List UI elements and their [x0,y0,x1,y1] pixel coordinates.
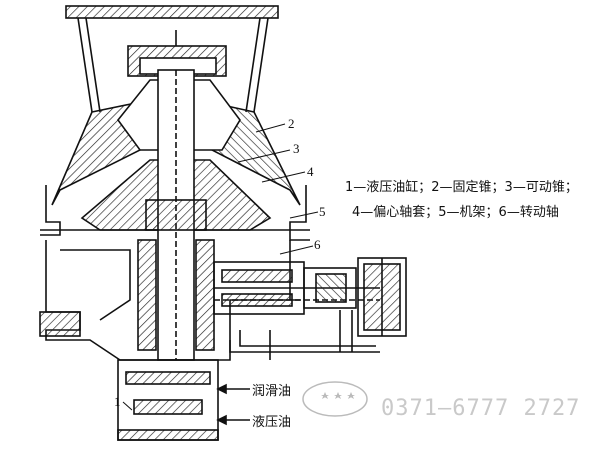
callout-5: 5 [319,204,326,219]
callout-4: 4 [307,164,314,179]
hydraulic-oil-arrow [216,414,250,426]
watermark-phone: 0371—6777 2727 [381,396,581,421]
stars-oval-logo-icon [302,381,368,417]
lube-oil-label: 润滑油 [252,384,292,399]
legend-line-1: 1—液压油缸；2—固定锥；3—可动锥； [345,180,578,195]
main-frame [39,240,300,441]
callout-6: 6 [314,237,321,252]
drive-shaft [213,261,380,315]
hydraulic-oil-label: 液压油 [252,415,292,430]
pulley [357,257,407,337]
oil-lines [229,310,380,360]
main-shaft [145,69,207,361]
lube-oil-arrow [216,383,250,395]
top-cap [127,30,227,77]
callout-1: 1 [114,394,121,409]
legend-line-2: 4—偏心轴套；5—机架；6—转动轴 [352,205,559,220]
callout-2: 2 [288,116,295,131]
eccentric-bushing [137,239,215,351]
callout-leaders [122,123,319,411]
feed-hopper [65,5,279,113]
callout-3: 3 [293,141,300,156]
